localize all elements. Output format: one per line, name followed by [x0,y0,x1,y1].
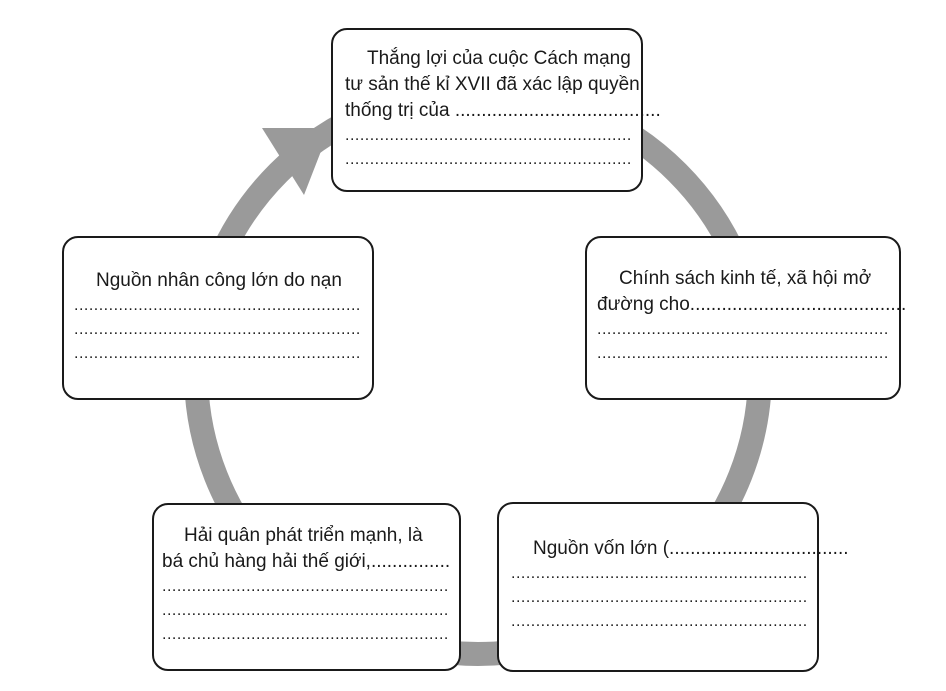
box-english-revolution: Thắng lợi của cuộc Cách mạng tư sản thế … [331,28,661,192]
box-top-blank-1: ........................................… [345,127,631,144]
box-left-blank-3: ........................................… [74,345,362,362]
box-left-blank-2: ........................................… [74,321,362,338]
box-labor-source: Nguồn nhân công lớn do nạn .............… [62,236,374,400]
box-left-blank-1: ........................................… [74,297,362,314]
box-br-blank-2: ........................................… [511,589,807,606]
box-right-line-1: Chính sách kinh tế, xã hội mở [619,268,872,289]
box-top-line-1: Thắng lợi của cuộc Cách mạng [367,48,631,69]
box-right-blank-2: ........................................… [597,345,889,362]
box-bl-blank-2: ........................................… [162,602,449,619]
box-right-line-2: đường cho...............................… [597,294,907,315]
box-top-blank-2: ........................................… [345,151,631,168]
box-bl-blank-1: ........................................… [162,578,449,595]
cycle-arrow-head [262,128,330,195]
box-economic-policy: Chính sách kinh tế, xã hội mở đường cho.… [585,236,907,400]
box-right-blank-1: ........................................… [597,321,889,338]
box-bl-line-1: Hải quân phát triển mạnh, là [184,525,423,546]
box-br-line-1: Nguồn vốn lớn (.........................… [533,538,849,559]
box-bl-line-2: bá chủ hàng hải thế giới,............... [162,551,451,572]
box-br-blank-1: ........................................… [511,565,807,582]
box-left-line-1: Nguồn nhân công lớn do nạn [96,270,342,291]
box-navy: Hải quân phát triển mạnh, là bá chủ hàng… [152,503,461,671]
box-top-line-3: thống trị của ..........................… [345,100,661,121]
box-br-blank-3: ........................................… [511,613,807,630]
box-top-line-2: tư sản thế kỉ XVII đã xác lập quyền [345,74,640,95]
box-bl-blank-3: ........................................… [162,626,449,643]
box-capital-source: Nguồn vốn lớn (.........................… [497,502,849,672]
